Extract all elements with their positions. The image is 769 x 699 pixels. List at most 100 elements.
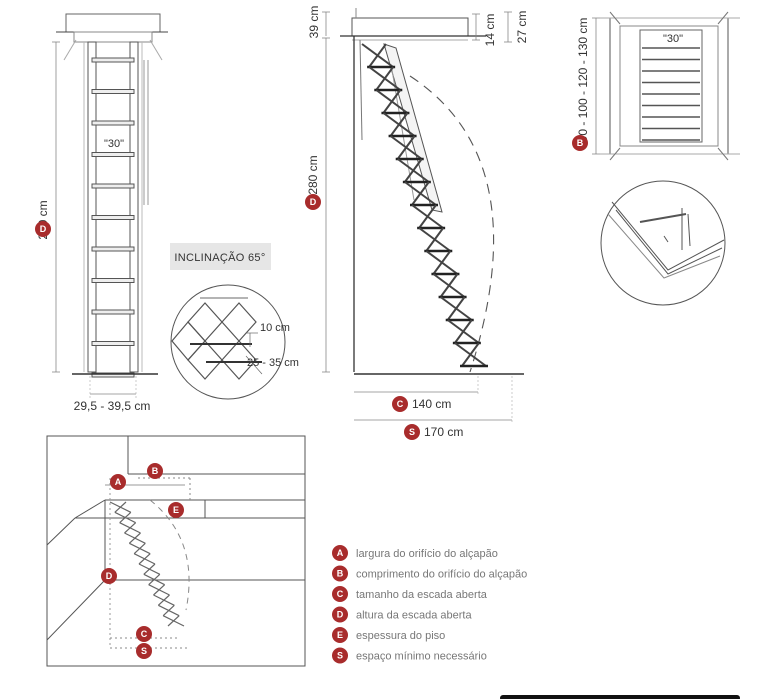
front-rung [91,309,135,315]
side-total-top-label: 27 cm [515,11,529,44]
iso-scissor-link [114,511,136,524]
side-swing-arc [409,75,495,373]
front-rung [91,278,135,283]
svg-text:"30": "30" [663,33,683,45]
front-rung [91,246,135,252]
iso-badge-b-label: B [152,466,159,476]
front-rung [91,215,135,220]
front-rung [91,57,135,63]
inclination-label: INCLINAÇÃO 65° [174,251,265,264]
detail-rise-label: 10 cm [260,322,290,334]
iso-scissor-link [138,563,161,575]
legend-badge [332,586,348,602]
front-badge-d-label: D [40,224,47,234]
legend-badge-label: C [337,589,344,599]
side-scissor-link [361,43,394,68]
front-rung [91,89,135,94]
iso-badge-c-label: C [141,629,148,639]
iso-scissor-link [148,584,170,596]
iso-scissor-link [162,615,185,627]
side-scissor-link [411,204,444,229]
front-hatch-lid [73,31,153,43]
plan-view: "30" [600,11,740,161]
iso-view [46,435,306,667]
side-scissor-link [447,319,480,344]
side-badge-c [392,396,408,412]
plan-size-label: 90 - 100 - 120 - 130 cm [576,18,590,143]
iso-scissor-link [133,553,156,565]
plan-badge-b [572,135,588,151]
front-right-rail [129,41,139,373]
side-open-label: 140 cm [412,397,451,411]
front-rung [91,152,135,157]
front-left-rail [87,41,97,373]
legend-badge [332,647,348,664]
side-scissor-link [368,66,401,91]
side-scissor-link [418,227,451,252]
side-scissor-link [439,296,473,321]
bottom-bar [500,695,740,699]
plan-badge-b-label: B [577,138,584,148]
side-badge-d-label: D [310,197,317,207]
iso-scissor-link [153,594,175,606]
legend-item-text: espaço mínimo necessário [356,651,487,663]
svg-text:"30": "30" [104,138,124,150]
scissor-detail: 10 cm 25 - 35 cm [170,284,299,400]
front-rung [91,183,135,189]
legend-item-text: largura do orifício do alçapão [356,548,498,560]
iso-scissor-link [129,542,151,555]
legend-badge-label: E [337,630,343,640]
side-scissor-link [404,181,437,206]
detail-tread-label: 25 - 35 cm [247,357,299,369]
iso-badge-d [101,568,117,584]
iso-badge-e [168,502,184,518]
iso-badge-s [136,643,152,659]
iso-scissor-ladder [109,501,185,627]
side-badge-c-label: C [397,399,404,409]
iso-badge-a-label: A [115,477,122,487]
side-height-label: 280 cm [306,155,320,194]
side-scissor-ladder [361,43,488,368]
front-rung [91,372,135,378]
legend-badge [332,627,348,643]
plan-rungs [642,47,700,141]
side-badge-d [305,194,321,210]
front-badge-d [35,221,51,237]
legend-item-text: espessura do piso [356,630,445,642]
legend-badge [332,545,348,561]
front-rung [91,120,135,126]
corner-detail [600,180,726,306]
front-rung [91,341,135,346]
inclination-box [170,243,271,270]
iso-scissor-link [158,604,180,617]
side-badge-s [404,424,420,440]
side-badge-s-label: S [409,427,415,437]
side-scissor-link [397,158,430,183]
iso-scissor-link [109,501,132,513]
legend-badge-label: S [337,651,343,661]
iso-scissor-link [119,522,141,534]
side-scissor-link [454,342,487,367]
iso-badge-a [110,474,126,490]
iso-badge-d-label: D [106,571,113,581]
legend-badge-label: A [337,548,344,558]
legend-badge [332,565,348,582]
iso-badge-s-label: S [141,646,147,656]
legend-badge-label: B [337,569,344,579]
iso-scissor-link [124,532,146,544]
front-width-label: 29,5 - 39,5 cm [74,399,151,413]
legend-item-text: comprimento do orifício do alçapão [356,569,527,581]
iso-badge-c [136,626,152,642]
legend-badge [332,606,348,623]
side-scissor-link [432,273,466,298]
side-view: 39 cm 280 cm D 14 cm 27 cm [305,6,529,375]
front-hatch-frame [65,13,161,33]
iso-badge-e-label: E [173,505,179,515]
legend-item-text: altura da escada aberta [356,610,472,622]
front-view: "30" [56,13,168,373]
iso-scissor-link [143,573,165,586]
front-rungs [91,57,135,378]
side-scissor-link [375,89,409,114]
